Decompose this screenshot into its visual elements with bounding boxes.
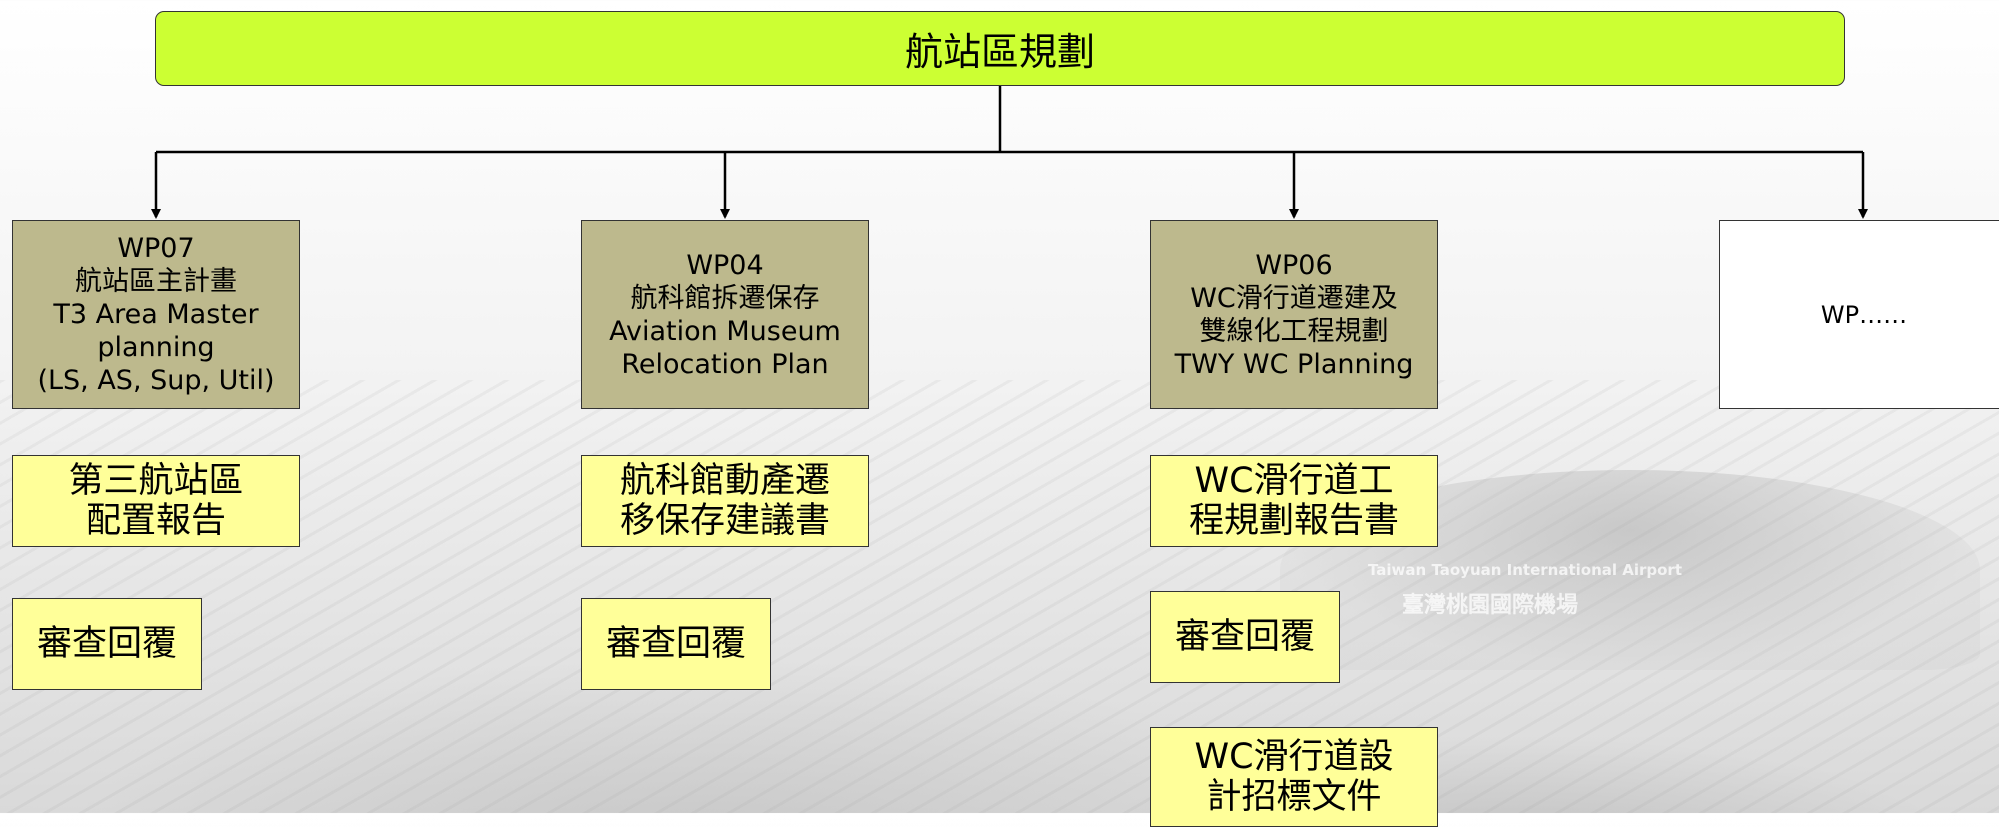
wp07-title-en-1: T3 Area Master bbox=[53, 299, 259, 330]
wp07-title-en-2: planning bbox=[97, 332, 215, 363]
wp06-title-en: TWY WC Planning bbox=[1174, 348, 1414, 380]
wp06-title-zh-1: WC滑行道遷建及 bbox=[1190, 282, 1398, 314]
deliverable-line: 移保存建議書 bbox=[619, 501, 830, 541]
watermark-english: Taiwan Taoyuan International Airport bbox=[1368, 561, 1682, 579]
airport-background-photo bbox=[0, 380, 1999, 813]
deliverable-line: 第三航站區 bbox=[68, 461, 244, 501]
deliverable-wc-taxiway-planning-report: WC滑行道工 程規劃報告書 bbox=[1150, 455, 1438, 547]
deliverable-wc-taxiway-tender-documents: WC滑行道設 計招標文件 bbox=[1150, 727, 1438, 827]
work-package-more: WP…… bbox=[1719, 220, 1999, 409]
wp07-code: WP07 bbox=[117, 233, 195, 264]
deliverable-line: 程規劃報告書 bbox=[1188, 501, 1399, 541]
wp04-title-en-1: Aviation Museum bbox=[609, 315, 841, 347]
deliverable-line: 審查回覆 bbox=[1174, 617, 1315, 657]
deliverable-t3-layout-report: 第三航站區 配置報告 bbox=[12, 455, 300, 547]
wp07-title-zh: 航站區主計畫 bbox=[75, 266, 237, 297]
deliverable-line: 計招標文件 bbox=[1206, 777, 1382, 817]
watermark-chinese: 臺灣桃園國際機場 bbox=[1402, 593, 1579, 618]
root-node-terminal-area-planning: 航站區規劃 bbox=[155, 11, 1845, 86]
wp07-scope: (LS, AS, Sup, Util) bbox=[37, 365, 275, 396]
deliverable-wp04-review-reply: 審查回覆 bbox=[581, 598, 771, 690]
wp06-title-zh-2: 雙線化工程規劃 bbox=[1199, 315, 1389, 347]
work-package-wp07: WP07 航站區主計畫 T3 Area Master planning (LS,… bbox=[12, 220, 300, 409]
deliverable-line: WC滑行道設 bbox=[1194, 737, 1394, 777]
root-label: 航站區規劃 bbox=[904, 30, 1095, 74]
wp06-code: WP06 bbox=[1255, 249, 1333, 281]
deliverable-wp06-review-reply: 審查回覆 bbox=[1150, 591, 1340, 683]
deliverable-wp07-review-reply: 審查回覆 bbox=[12, 598, 202, 690]
deliverable-museum-relocation-proposal: 航科館動產遷 移保存建議書 bbox=[581, 455, 869, 547]
work-package-wp04: WP04 航科館拆遷保存 Aviation Museum Relocation … bbox=[581, 220, 869, 409]
wp04-title-en-2: Relocation Plan bbox=[621, 348, 829, 380]
deliverable-line: 配置報告 bbox=[85, 501, 226, 541]
wp-more-label: WP…… bbox=[1820, 300, 1908, 329]
deliverable-line: 航科館動產遷 bbox=[619, 461, 830, 501]
deliverable-line: WC滑行道工 bbox=[1194, 461, 1394, 501]
deliverable-line: 審查回覆 bbox=[36, 624, 177, 664]
work-package-wp06: WP06 WC滑行道遷建及 雙線化工程規劃 TWY WC Planning bbox=[1150, 220, 1438, 409]
deliverable-line: 審查回覆 bbox=[605, 624, 746, 664]
wp04-code: WP04 bbox=[686, 249, 764, 281]
wp04-title-zh: 航科館拆遷保存 bbox=[630, 282, 820, 314]
